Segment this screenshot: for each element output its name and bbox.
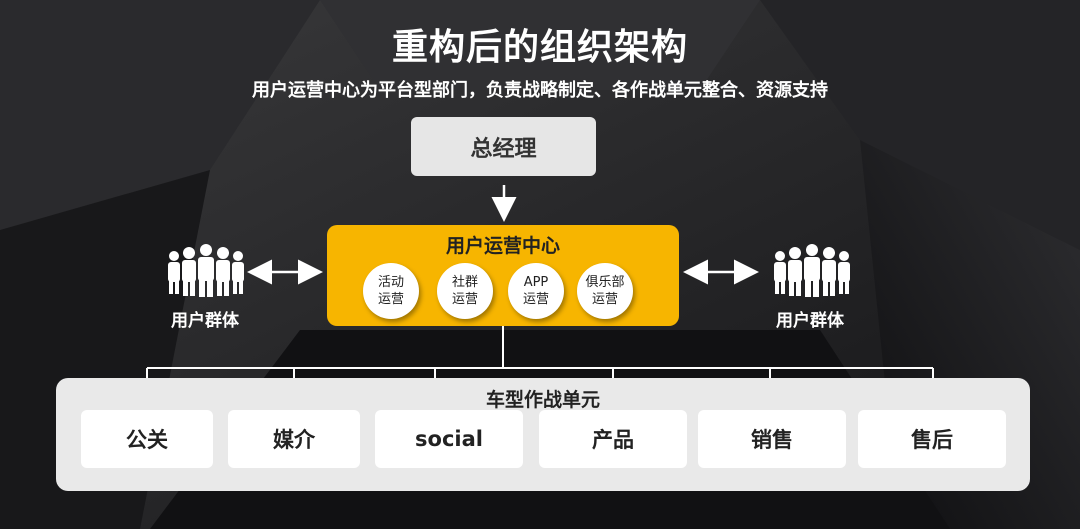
- panel-title: 车型作战单元: [485, 389, 600, 411]
- center-item-line1: 社群: [451, 275, 478, 290]
- unit-label: 产品: [592, 428, 634, 452]
- unit-label: social: [415, 427, 483, 451]
- general-manager-box: 总经理: [411, 117, 596, 176]
- center-item-club: 俱乐部 运营: [577, 263, 633, 319]
- center-item-line1: 活动: [377, 275, 404, 290]
- general-manager-label: 总经理: [470, 136, 537, 162]
- unit-media: 媒介: [228, 410, 360, 468]
- unit-label: 媒介: [273, 428, 315, 452]
- user-group-right-label: 用户群体: [776, 311, 844, 331]
- center-item-line1: APP: [523, 275, 549, 290]
- center-title: 用户运营中心: [445, 235, 560, 257]
- center-item-community: 社群 运营: [437, 263, 493, 319]
- unit-sales: 销售: [698, 410, 846, 468]
- page-subtitle: 用户运营中心为平台型部门，负责战略制定、各作战单元整合、资源支持: [252, 80, 828, 101]
- unit-label: 售后: [911, 428, 953, 452]
- user-operation-center: 用户运营中心 活动 运营 社群 运营 APP 运营 俱乐部 运营: [327, 225, 679, 326]
- unit-label: 公关: [126, 428, 168, 452]
- user-group-icon: [774, 244, 850, 297]
- unit-after-sales: 售后: [858, 410, 1006, 468]
- unit-product: 产品: [539, 410, 687, 468]
- center-item-line2: 运营: [451, 292, 478, 307]
- unit-pr: 公关: [81, 410, 213, 468]
- center-item-line1: 俱乐部: [585, 275, 625, 290]
- page-title: 重构后的组织架构: [391, 27, 688, 68]
- user-group-icon: [168, 244, 244, 297]
- center-item-line2: 运营: [377, 292, 404, 307]
- center-item-activity: 活动 运营: [363, 263, 419, 319]
- center-item-line2: 运营: [522, 292, 549, 307]
- user-group-left-label: 用户群体: [171, 311, 239, 331]
- unit-social: social: [375, 410, 523, 468]
- center-item-line2: 运营: [591, 292, 618, 307]
- center-item-app: APP 运营: [508, 263, 564, 319]
- vehicle-combat-units-panel: 车型作战单元 公关 媒介 social 产品 销售 售后: [56, 378, 1030, 491]
- unit-label: 销售: [751, 428, 793, 452]
